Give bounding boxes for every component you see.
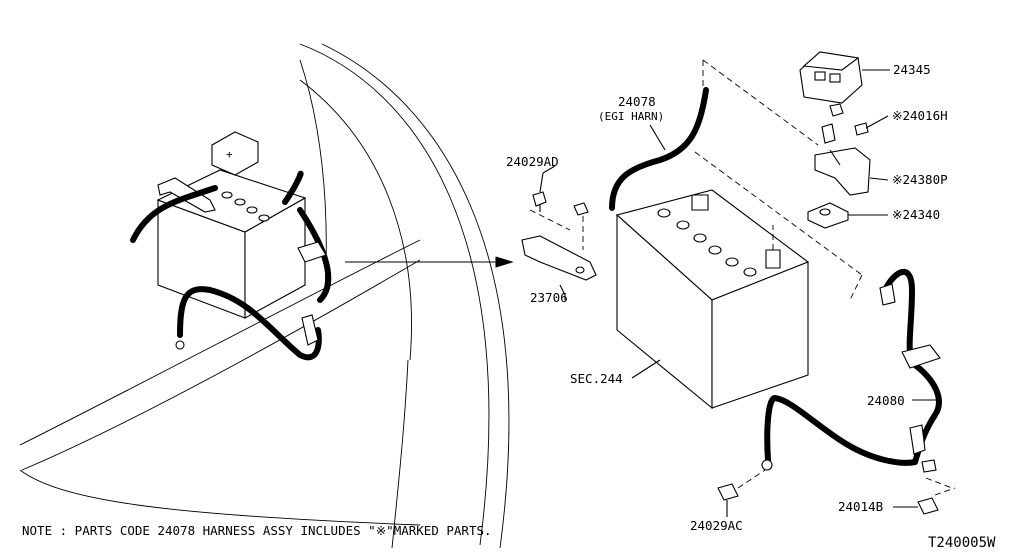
nut-center bbox=[573, 202, 589, 250]
nut-24016H bbox=[821, 103, 869, 144]
label-24380P: ※24380P bbox=[892, 172, 948, 187]
battery-sec244 bbox=[615, 189, 810, 410]
battery-in-vehicle: + bbox=[130, 131, 332, 361]
leader-lines bbox=[542, 69, 936, 517]
label-24078: 24078 bbox=[618, 94, 656, 109]
label-24014B: 24014B bbox=[838, 499, 883, 514]
label-24345: 24345 bbox=[893, 62, 931, 77]
label-24029AC: 24029AC bbox=[690, 518, 743, 533]
note-text: NOTE : PARTS CODE 24078 HARNESS ASSY INC… bbox=[22, 523, 492, 538]
label-sec244: SEC.244 bbox=[570, 371, 623, 386]
battery-bracket-23706 bbox=[521, 235, 597, 296]
label-24080: 24080 bbox=[867, 393, 905, 408]
ground-cable-24080 bbox=[761, 268, 942, 473]
label-24016H: ※24016H bbox=[892, 108, 948, 123]
bolt-24014B bbox=[917, 477, 956, 515]
egi-harness-24078 bbox=[609, 59, 863, 301]
part-labels: 24345 ※24016H ※24380P ※24340 24078 (EGI … bbox=[506, 62, 948, 533]
bolt-24029AD bbox=[529, 172, 571, 231]
label-24029AD: 24029AD bbox=[506, 154, 559, 169]
figure-code: T240005W bbox=[928, 535, 996, 551]
pointer-arrow bbox=[345, 256, 514, 268]
bolt-24029AC bbox=[717, 469, 766, 501]
fusible-link-24380P bbox=[814, 147, 871, 196]
terminal-24340 bbox=[807, 202, 849, 229]
label-23706: 23706 bbox=[530, 290, 568, 305]
label-24340: ※24340 bbox=[892, 207, 940, 222]
vehicle-body-outline bbox=[19, 43, 510, 549]
label-24078-sub: (EGI HARN) bbox=[598, 110, 664, 123]
svg-text:+: + bbox=[226, 148, 233, 161]
fuse-block-24345 bbox=[799, 51, 863, 104]
